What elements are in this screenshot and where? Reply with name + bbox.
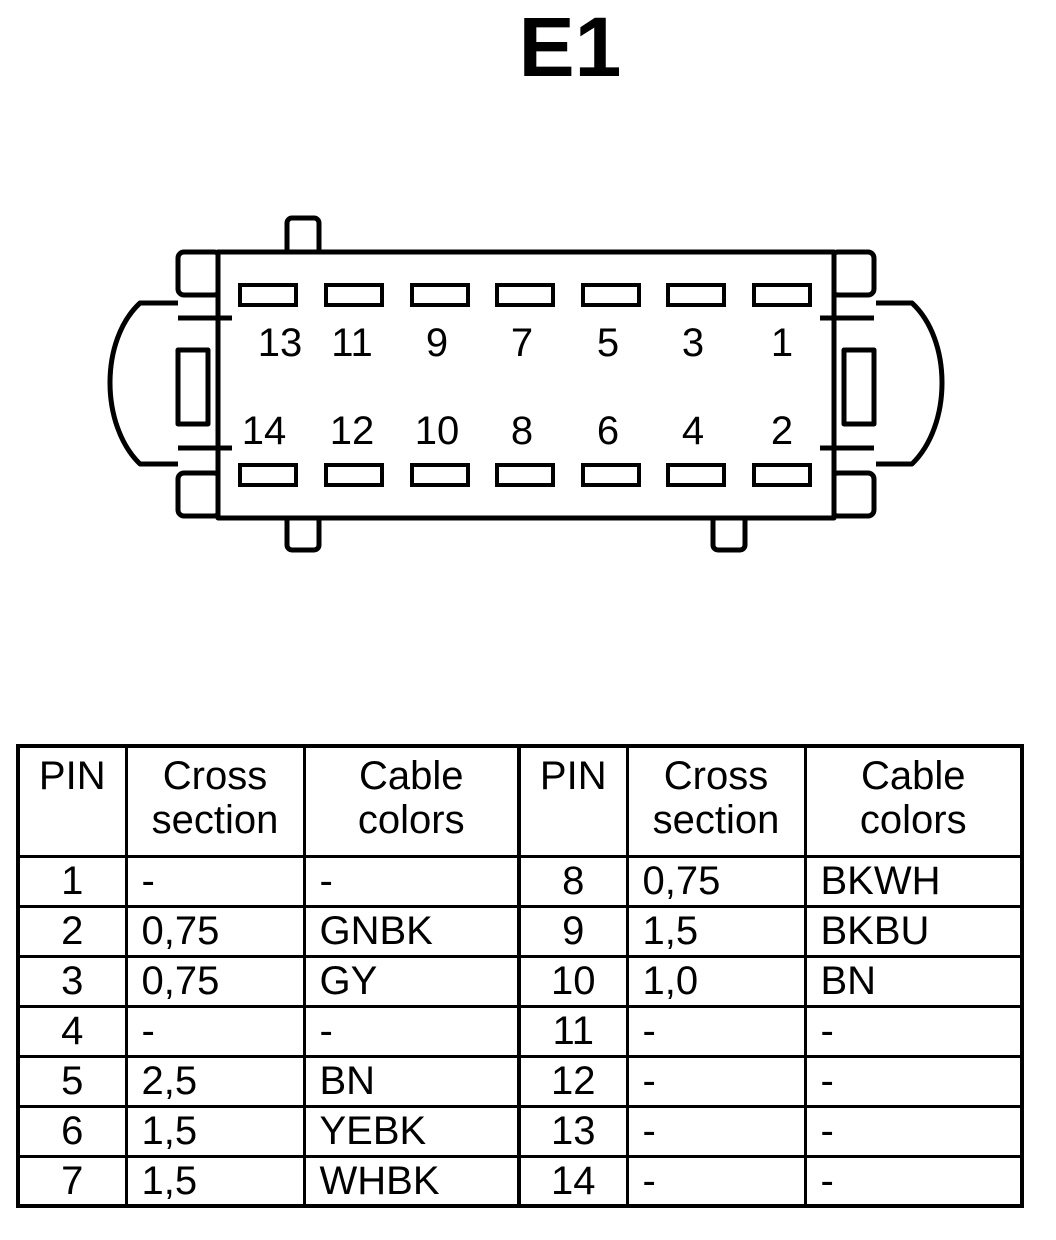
pin-label-12: 12 bbox=[330, 409, 375, 453]
pin-slot-14 bbox=[238, 463, 298, 487]
table-row: 4 - - 11 - - bbox=[16, 1004, 1024, 1058]
pin-label-5: 5 bbox=[597, 321, 619, 365]
pin-label-13: 13 bbox=[258, 321, 303, 365]
corner-block-tr bbox=[829, 249, 877, 298]
pin-number: 10 bbox=[517, 954, 629, 1008]
pin-label-2: 2 bbox=[771, 409, 793, 453]
pin-number: 6 bbox=[16, 1104, 128, 1158]
cross-section: 0,75 bbox=[124, 904, 306, 958]
cross-section: 1,5 bbox=[625, 904, 807, 958]
cable-color: - bbox=[803, 1154, 1024, 1208]
cross-section: - bbox=[625, 1104, 807, 1158]
cross-section: - bbox=[124, 854, 306, 908]
pin-label-9: 9 bbox=[426, 321, 448, 365]
pin-number: 9 bbox=[517, 904, 629, 958]
pin-number: 5 bbox=[16, 1054, 128, 1108]
cable-color: BN bbox=[302, 1054, 521, 1108]
cross-section: - bbox=[625, 1154, 807, 1208]
connector-title: E1 bbox=[518, 0, 622, 94]
corner-block-br bbox=[829, 470, 877, 519]
cross-section: 2,5 bbox=[124, 1054, 306, 1108]
pin-label-7: 7 bbox=[511, 321, 533, 365]
header-pin-left: PIN bbox=[16, 744, 128, 858]
pin-number: 4 bbox=[16, 1004, 128, 1058]
cable-color: - bbox=[803, 1104, 1024, 1158]
table-row: 7 1,5 WHBK 14 - - bbox=[16, 1154, 1024, 1208]
cable-color: GNBK bbox=[302, 904, 521, 958]
corner-block-tl bbox=[175, 249, 223, 298]
pin-slot-4 bbox=[666, 463, 726, 487]
pin-number: 14 bbox=[517, 1154, 629, 1208]
pin-label-10: 10 bbox=[415, 409, 460, 453]
pin-number: 2 bbox=[16, 904, 128, 958]
pin-slot-9 bbox=[410, 283, 470, 307]
right-window bbox=[841, 347, 877, 427]
connector-diagram: 13 11 9 7 5 3 1 14 12 10 8 6 4 2 bbox=[107, 215, 945, 553]
cable-color: - bbox=[803, 1004, 1024, 1058]
pin-slot-6 bbox=[581, 463, 641, 487]
left-window bbox=[175, 347, 211, 427]
pin-slot-1 bbox=[752, 283, 812, 307]
pin-slot-11 bbox=[324, 283, 384, 307]
cross-section: 1,0 bbox=[625, 954, 807, 1008]
pin-number: 12 bbox=[517, 1054, 629, 1108]
pin-number: 11 bbox=[517, 1004, 629, 1058]
corner-block-bl bbox=[175, 470, 223, 519]
pin-label-1: 1 bbox=[771, 321, 793, 365]
pin-label-3: 3 bbox=[682, 321, 704, 365]
left-latch bbox=[107, 300, 178, 467]
pin-slot-13 bbox=[238, 283, 298, 307]
pin-label-8: 8 bbox=[511, 409, 533, 453]
pin-label-11: 11 bbox=[331, 321, 373, 365]
pin-number: 7 bbox=[16, 1154, 128, 1208]
cross-section: - bbox=[625, 1054, 807, 1108]
table-row: 2 0,75 GNBK 9 1,5 BKBU bbox=[16, 904, 1024, 958]
table-row: 6 1,5 YEBK 13 - - bbox=[16, 1104, 1024, 1158]
cable-color: WHBK bbox=[302, 1154, 521, 1208]
cable-color: BKBU bbox=[803, 904, 1024, 958]
cross-section: 1,5 bbox=[124, 1154, 306, 1208]
cable-color: BN bbox=[803, 954, 1024, 1008]
pin-slot-5 bbox=[581, 283, 641, 307]
cross-section: - bbox=[124, 1004, 306, 1058]
cross-section: 0,75 bbox=[124, 954, 306, 1008]
pin-label-4: 4 bbox=[682, 409, 704, 453]
right-latch bbox=[876, 300, 945, 467]
cross-section: 0,75 bbox=[625, 854, 807, 908]
pin-number: 1 bbox=[16, 854, 128, 908]
cable-color: - bbox=[302, 1004, 521, 1058]
cross-section: 1,5 bbox=[124, 1104, 306, 1158]
pin-slot-7 bbox=[495, 283, 555, 307]
table-row: 3 0,75 GY 10 1,0 BN bbox=[16, 954, 1024, 1008]
cable-color: GY bbox=[302, 954, 521, 1008]
pin-slot-10 bbox=[410, 463, 470, 487]
pin-slot-3 bbox=[666, 283, 726, 307]
cross-section: - bbox=[625, 1004, 807, 1058]
pin-slot-12 bbox=[324, 463, 384, 487]
cable-color: - bbox=[803, 1054, 1024, 1108]
pin-number: 3 bbox=[16, 954, 128, 1008]
cable-color: - bbox=[302, 854, 521, 908]
pin-label-14: 14 bbox=[242, 409, 287, 453]
pin-slot-8 bbox=[495, 463, 555, 487]
cable-color: YEBK bbox=[302, 1104, 521, 1158]
table-row: 1 - - 8 0,75 BKWH bbox=[16, 854, 1024, 908]
pin-label-6: 6 bbox=[597, 409, 619, 453]
header-pin-right: PIN bbox=[517, 744, 629, 858]
pin-slot-2 bbox=[752, 463, 812, 487]
cable-color: BKWH bbox=[803, 854, 1024, 908]
table-row: 5 2,5 BN 12 - - bbox=[16, 1054, 1024, 1108]
pin-number: 13 bbox=[517, 1104, 629, 1158]
pin-number: 8 bbox=[517, 854, 629, 908]
